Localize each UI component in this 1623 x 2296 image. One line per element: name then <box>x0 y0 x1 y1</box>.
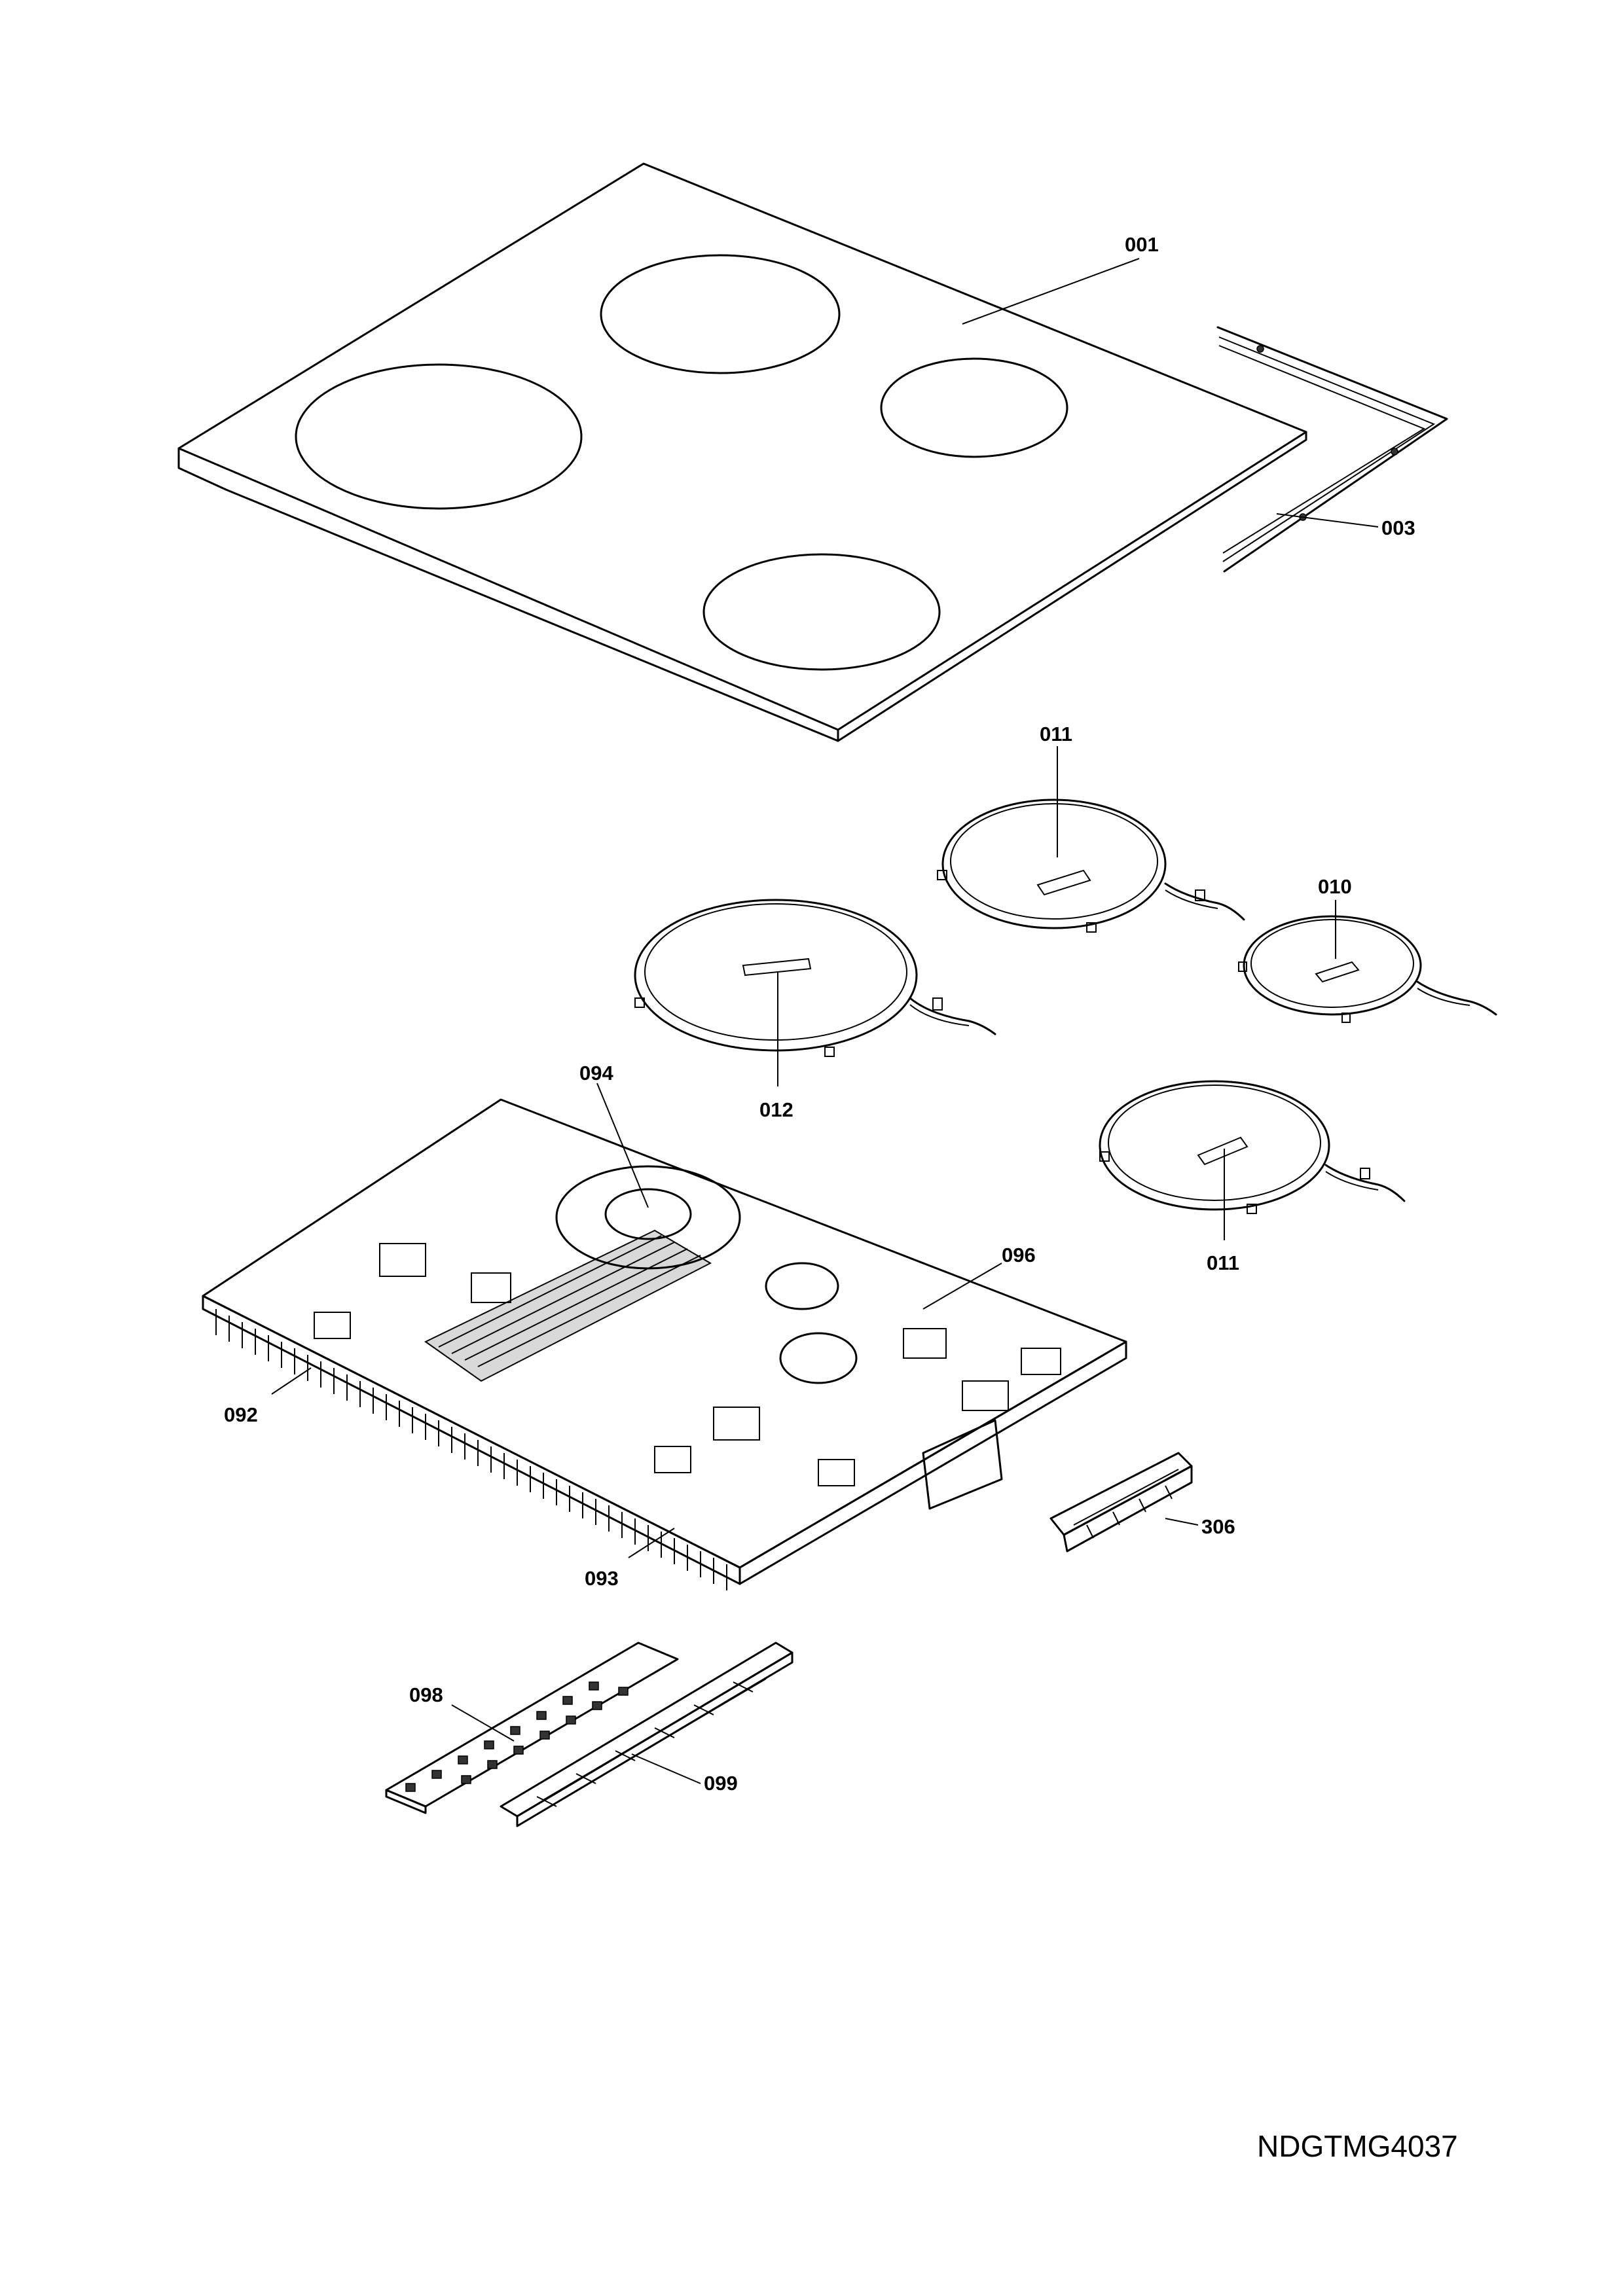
label-001: 001 <box>1125 233 1159 256</box>
label-003: 003 <box>1381 516 1415 539</box>
callout-labels: 001 003 011 010 012 011 094 096 092 093 … <box>224 233 1415 1795</box>
label-010: 010 <box>1318 875 1352 898</box>
label-099: 099 <box>704 1772 738 1795</box>
label-094: 094 <box>579 1062 613 1085</box>
hob-zone-front <box>702 553 941 671</box>
label-011-rear: 011 <box>1040 723 1072 745</box>
part-base-tray <box>202 1098 1127 1590</box>
part-induction-coil-front <box>1099 1080 1406 1214</box>
label-096: 096 <box>1002 1244 1036 1266</box>
leader-lines <box>271 258 1379 1784</box>
label-306: 306 <box>1201 1515 1235 1538</box>
hob-zone-rear <box>600 254 841 374</box>
label-098: 098 <box>409 1683 443 1706</box>
label-011-front: 011 <box>1207 1251 1239 1274</box>
part-induction-coil-rear <box>937 798 1245 933</box>
part-connector-306 <box>1049 1452 1193 1552</box>
label-093: 093 <box>585 1567 619 1590</box>
part-touch-control-board <box>385 1641 679 1814</box>
drawing-code: NDGTMG4037 <box>1257 2129 1458 2163</box>
hob-zone-right <box>880 357 1068 458</box>
part-induction-coil-large <box>634 899 996 1057</box>
control-board-keys <box>405 1681 629 1792</box>
heatsink-fins <box>215 1309 727 1590</box>
part-glass-cooktop <box>177 162 1307 742</box>
label-092: 092 <box>224 1403 258 1426</box>
part-support-rail <box>500 1641 793 1827</box>
hob-zone-left <box>295 363 583 510</box>
part-induction-coil-small <box>1238 915 1497 1023</box>
label-012: 012 <box>759 1098 793 1121</box>
cooling-fan <box>555 1165 741 1270</box>
